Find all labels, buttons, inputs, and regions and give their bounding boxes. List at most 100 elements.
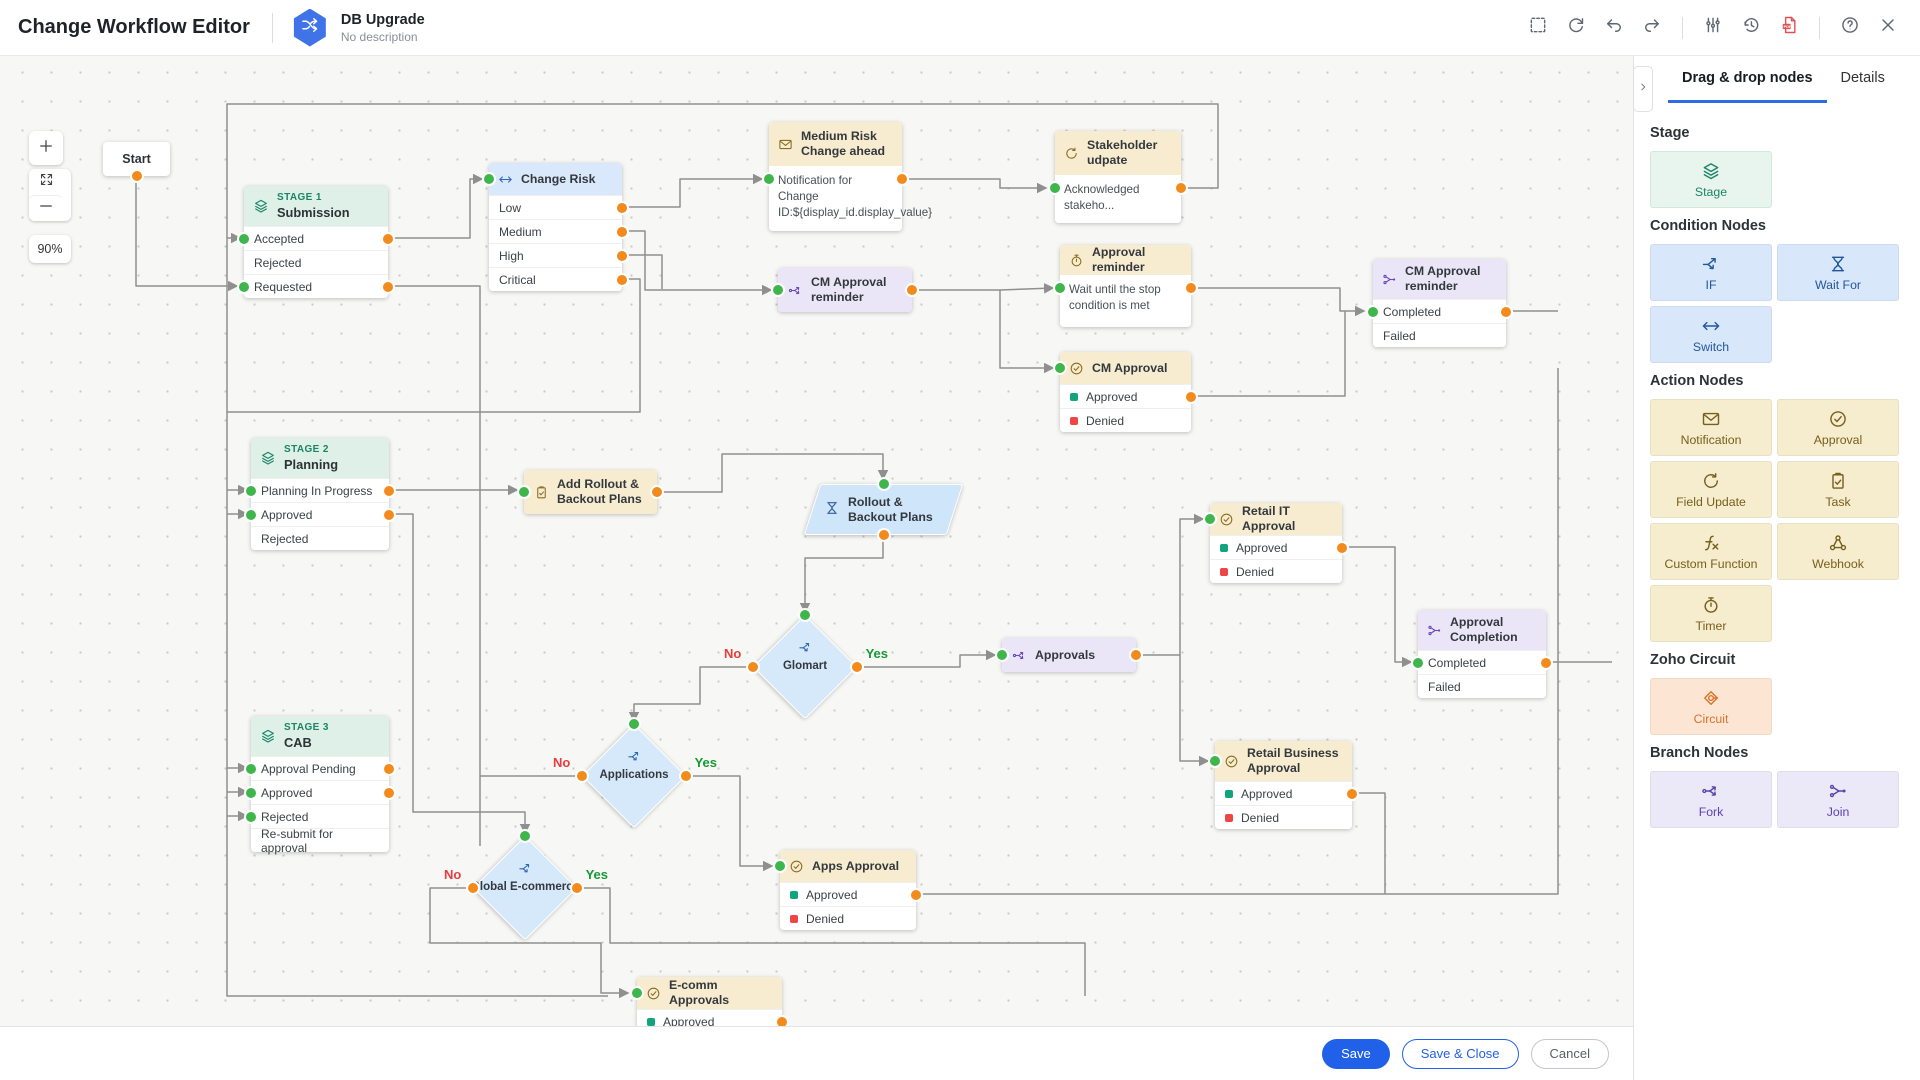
export-pdf-button[interactable]: PDF: [1775, 14, 1803, 42]
node-rollout-backout-plans[interactable]: Rollout & Backout Plans: [802, 479, 965, 540]
help-button[interactable]: [1836, 14, 1864, 42]
palette-tile-fork[interactable]: Fork: [1650, 771, 1772, 828]
port-in[interactable]: [1050, 183, 1060, 193]
port-out[interactable]: [384, 764, 394, 774]
port-out[interactable]: [131, 171, 142, 181]
port-out[interactable]: [852, 662, 862, 672]
history-button[interactable]: [1737, 14, 1765, 42]
palette-tile-timer[interactable]: Timer: [1650, 585, 1772, 642]
zoom-level-badge[interactable]: 90%: [29, 235, 71, 263]
port-in[interactable]: [764, 174, 774, 184]
port-in[interactable]: [1205, 514, 1215, 524]
port-in[interactable]: [632, 988, 642, 998]
sidebar-collapse-button[interactable]: [1633, 66, 1653, 112]
port-out[interactable]: [1501, 307, 1511, 317]
save-button[interactable]: Save: [1322, 1038, 1390, 1069]
port-out[interactable]: [1176, 183, 1186, 193]
port-out[interactable]: [897, 174, 907, 184]
port-out[interactable]: [617, 227, 627, 237]
port-in[interactable]: [800, 610, 810, 620]
port-out[interactable]: [878, 530, 889, 540]
palette-tile-join[interactable]: Join: [1777, 771, 1899, 828]
port-out[interactable]: [617, 251, 627, 261]
port-out[interactable]: [572, 883, 582, 893]
port-out[interactable]: [911, 890, 921, 900]
port-out[interactable]: [384, 788, 394, 798]
port-in[interactable]: [239, 234, 249, 244]
palette-tile-if[interactable]: IF: [1650, 244, 1772, 301]
port-out[interactable]: [468, 883, 478, 893]
port-out[interactable]: [617, 275, 627, 285]
port-in[interactable]: [629, 719, 639, 729]
palette-tile-stage[interactable]: Stage: [1650, 151, 1772, 208]
zoom-in-button[interactable]: [29, 131, 63, 165]
port-out[interactable]: [748, 662, 758, 672]
port-in[interactable]: [1413, 658, 1423, 668]
port-in[interactable]: [246, 788, 256, 798]
palette-tile-task[interactable]: Task: [1777, 461, 1899, 518]
port-out[interactable]: [681, 771, 691, 781]
port-in[interactable]: [484, 174, 494, 184]
fit-screen-button[interactable]: [29, 169, 63, 195]
zoom-out-button[interactable]: [29, 195, 63, 221]
redo-button[interactable]: [1638, 14, 1666, 42]
port-in[interactable]: [773, 285, 783, 295]
port-out[interactable]: [652, 487, 662, 497]
tab-details[interactable]: Details: [1840, 70, 1885, 86]
port-out[interactable]: [1541, 658, 1551, 668]
port-in[interactable]: [1055, 363, 1065, 373]
port-in[interactable]: [997, 650, 1007, 660]
node-cm-approval-reminder-fork[interactable]: CM Approval reminder: [773, 268, 917, 312]
node-approvals[interactable]: Approvals: [997, 638, 1141, 672]
marquee-select-button[interactable]: [1524, 14, 1552, 42]
settings-button[interactable]: [1699, 14, 1727, 42]
port-in[interactable]: [246, 486, 256, 496]
port-in[interactable]: [246, 764, 256, 774]
port-out[interactable]: [384, 510, 394, 520]
port-in[interactable]: [878, 479, 889, 489]
port-out[interactable]: [617, 203, 627, 213]
palette-tile-approval[interactable]: Approval: [1777, 399, 1899, 456]
port-in[interactable]: [520, 831, 530, 841]
port-out[interactable]: [1186, 392, 1196, 402]
port-in[interactable]: [246, 510, 256, 520]
port-out[interactable]: [1186, 283, 1196, 293]
save-close-button[interactable]: Save & Close: [1401, 1038, 1519, 1069]
port-out[interactable]: [383, 234, 393, 244]
palette-tile-switch[interactable]: Switch: [1650, 306, 1772, 363]
port-out[interactable]: [1337, 543, 1347, 553]
port-in[interactable]: [1055, 283, 1065, 293]
port-out[interactable]: [383, 282, 393, 292]
palette-tile-circuit[interactable]: Circuit: [1650, 678, 1772, 735]
close-button[interactable]: [1874, 14, 1902, 42]
palette-tile-webhook[interactable]: Webhook: [1777, 523, 1899, 580]
palette-tile-wait-for[interactable]: Wait For: [1777, 244, 1899, 301]
tab-drag-drop-nodes[interactable]: Drag & drop nodes: [1668, 56, 1827, 103]
palette-tile-notification[interactable]: Notification: [1650, 399, 1772, 456]
port-out[interactable]: [907, 285, 917, 295]
port-in[interactable]: [1210, 756, 1220, 766]
undo-button[interactable]: [1600, 14, 1628, 42]
port-in[interactable]: [239, 282, 249, 292]
port-in[interactable]: [519, 487, 529, 497]
palette-tile-field-update[interactable]: Field Update: [1650, 461, 1772, 518]
port-in[interactable]: [775, 861, 785, 871]
node-start[interactable]: Start: [103, 142, 170, 181]
